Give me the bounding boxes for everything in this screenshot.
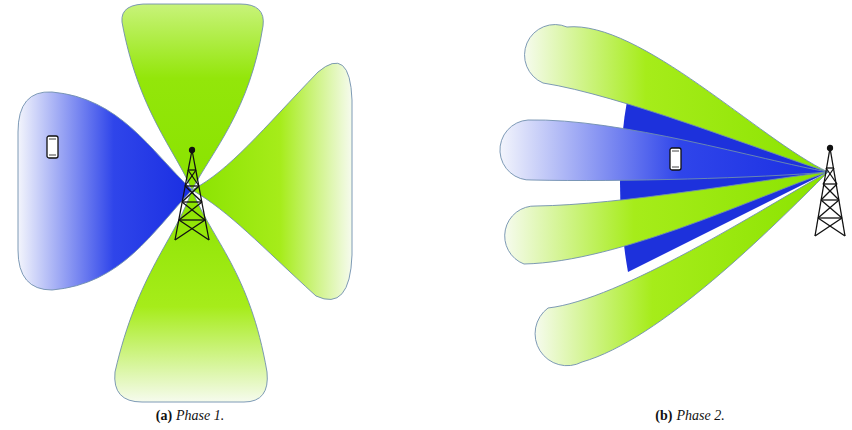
phone-icon — [670, 148, 681, 170]
tower-icon — [815, 146, 845, 237]
green-lobe-bottom — [115, 190, 268, 402]
subfigure-title: Phase 2. — [676, 408, 724, 423]
phase2-beams — [500, 25, 828, 366]
green-beam — [535, 172, 828, 366]
phone-icon — [47, 136, 58, 158]
subfigure-caption: (b) Phase 2. — [655, 408, 724, 424]
tower-icon — [175, 148, 209, 241]
phase1-lobes — [18, 4, 352, 402]
blue-beam — [500, 120, 828, 181]
subfigure-caption: (a) Phase 1. — [156, 408, 225, 424]
subfigure-letter: (b) — [655, 408, 672, 423]
subfigure-letter: (a) — [156, 408, 172, 423]
subfigure-title: Phase 1. — [176, 408, 224, 423]
